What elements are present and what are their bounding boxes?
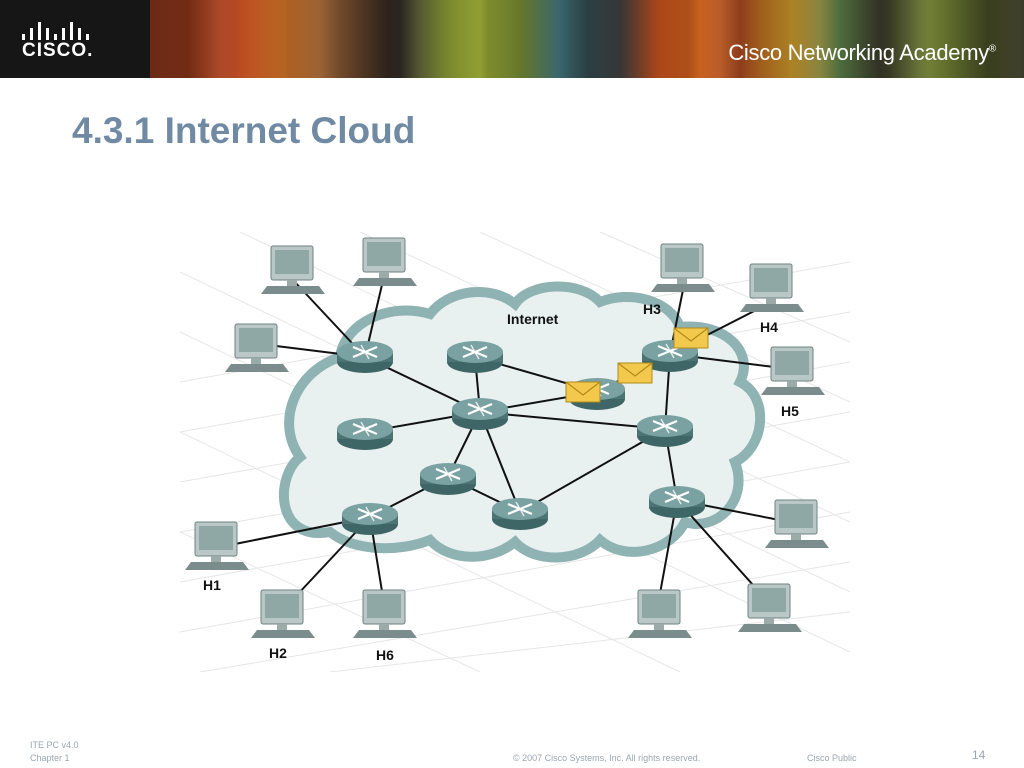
router-icon xyxy=(340,501,400,537)
footer-course: ITE PC v4.0 xyxy=(30,740,79,750)
slide-title: 4.3.1 Internet Cloud xyxy=(72,110,416,151)
computer-icon xyxy=(627,589,693,639)
computer-icon xyxy=(739,263,805,313)
header-banner: CISCO. Cisco Networking Academy® xyxy=(0,0,1024,78)
envelope-icon xyxy=(673,327,709,349)
router-icon xyxy=(635,413,695,449)
router-icon xyxy=(490,496,550,532)
computer-icon xyxy=(650,243,716,293)
router-icon xyxy=(450,396,510,432)
computer-icon xyxy=(760,346,826,396)
computer-icon xyxy=(250,589,316,639)
router-icon xyxy=(335,416,395,452)
host-label-h6: H6 xyxy=(376,647,394,663)
host-label-h3: H3 xyxy=(643,301,661,317)
host-label-h2: H2 xyxy=(269,645,287,661)
footer-classification: Cisco Public xyxy=(807,753,857,763)
envelope-icon xyxy=(565,381,601,403)
cisco-logo: CISCO. xyxy=(0,0,150,78)
computer-icon xyxy=(737,583,803,633)
router-icon xyxy=(647,484,707,520)
page-number: 14 xyxy=(972,748,986,762)
cisco-bars-icon xyxy=(22,20,92,40)
academy-text: Cisco Networking Academy xyxy=(728,40,989,65)
computer-icon xyxy=(224,323,290,373)
host-label-h1: H1 xyxy=(203,577,221,593)
academy-title: Cisco Networking Academy® xyxy=(728,40,996,66)
envelope-icon xyxy=(617,362,653,384)
host-label-h4: H4 xyxy=(760,319,778,335)
computer-icon xyxy=(352,589,418,639)
trademark-mark: ® xyxy=(988,43,996,55)
router-icon xyxy=(335,339,395,375)
router-icon xyxy=(418,461,478,497)
cloud-label: Internet xyxy=(507,311,559,327)
computer-icon xyxy=(260,245,326,295)
computer-icon xyxy=(184,521,250,571)
router-icon xyxy=(445,339,505,375)
footer-chapter: Chapter 1 xyxy=(30,753,70,763)
banner-photo-strip xyxy=(150,0,1024,78)
computer-icon xyxy=(352,237,418,287)
host-label-h5: H5 xyxy=(781,403,799,419)
network-diagram: Internet H3 H4 H5 H1 H2 H6 xyxy=(180,232,850,672)
footer-copyright: © 2007 Cisco Systems, Inc. All rights re… xyxy=(513,753,701,763)
cisco-logo-text: CISCO. xyxy=(22,40,94,61)
